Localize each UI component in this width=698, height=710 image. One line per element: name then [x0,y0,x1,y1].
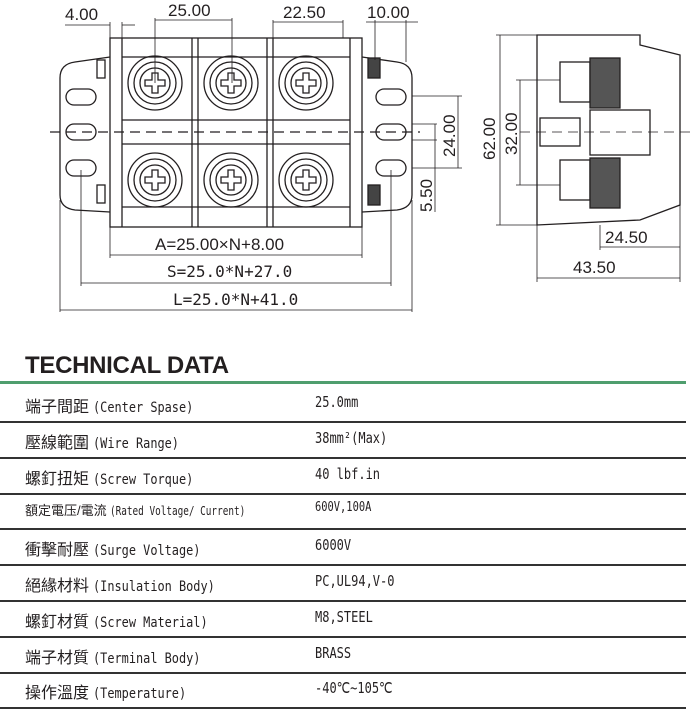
dim-24: 24.00 [440,114,459,157]
label-en: (Wire Range) [93,435,180,452]
label-en: (Center Spase) [93,400,194,416]
label-cn: 端子間距 [25,399,90,416]
row-label: 螺釘扭矩 (Screw Torque) [25,465,211,489]
row-label: 壓線範圍 (Wire Range) [25,429,195,453]
screw-icon [203,55,259,111]
table-row: 螺釘材質 (Screw Material) M8,STEEL [0,600,686,638]
table-row: 操作溫度 (Temperature) -40℃~105℃ [0,671,686,710]
row-label: 螺釘材質 (Screw Material) [25,608,228,632]
formula-s: S=25.0*N+27.0 [167,262,292,281]
label-en: (Screw Torque) [93,471,194,488]
row-value: 38mm²(Max) [315,428,388,447]
side-dimensions [496,34,681,282]
technical-drawing: 4.00 25.00 22.50 10.00 24.00 5.50 A=25.0… [50,1,690,312]
technical-data-title: TECHNICAL DATA [25,352,229,379]
label-cn: 絕緣材料 [25,578,90,595]
formula-l: L=25.0*N+41.0 [173,290,298,309]
front-dimension-labels: 4.00 25.00 22.50 10.00 24.00 5.50 A=25.0… [65,1,459,309]
dim-62: 62.00 [480,117,499,160]
label-cn: 操作溫度 [25,685,90,703]
screw-icon [203,152,259,208]
label-en: (Surge Voltage) [93,543,201,560]
side-dimension-labels: 62.00 32.00 24.50 43.50 [480,112,648,277]
label-cn: 螺釘扭矩 [25,470,90,488]
front-view [50,37,420,228]
row-label: 端子材質 (Terminal Body) [25,644,220,668]
screw-icon [278,55,334,111]
dim-5-5: 5.50 [417,179,436,212]
label-cn: 壓線範圍 [25,434,90,452]
table-row: 額定電压/電流 (Rated Voltage/ Current) 600V,100… [0,492,686,531]
table-row: 絕緣材料 (Insulation Body) PC,UL94,V-0 [0,564,686,602]
label-cn: 額定電压/電流 [25,503,107,519]
table-row: 端子材質 (Terminal Body) BRASS [0,636,686,674]
label-cn: 衝擊耐壓 [25,542,90,560]
dim-43-5: 43.50 [573,258,616,277]
row-label: 額定電压/電流 (Rated Voltage/ Current) [25,500,284,519]
dim-22-5: 22.50 [283,3,326,22]
row-label: 絕緣材料 (Insulation Body) [25,572,237,596]
label-cn: 端子材質 [25,649,90,667]
label-en: (Rated Voltage/ Current) [110,504,246,519]
row-value: BRASS [315,643,352,662]
table-row: 壓線範圍 (Wire Range) 38mm²(Max) [0,421,686,459]
table-row: 衝擊耐壓 (Surge Voltage) 6000V [0,528,686,567]
row-label: 衝擊耐壓 (Surge Voltage) [25,536,220,560]
dim-4: 4.00 [65,5,98,24]
dim-10: 10.00 [367,3,410,22]
label-en: (Terminal Body) [93,650,201,667]
row-label: 操作溫度 (Temperature) [25,679,203,703]
row-value: PC,UL94,V-0 [315,572,395,590]
row-value: 40 lbf.in [315,464,381,483]
row-value: 600V,100A [315,500,372,516]
table-row: 螺釘扭矩 (Screw Torque) 40 lbf.in [0,457,686,495]
title-divider [0,381,686,384]
row-value: M8,STEEL [315,607,373,626]
screws [127,55,334,208]
row-value: -40℃~105℃ [315,679,393,698]
formula-a: A=25.00×N+8.00 [155,235,284,254]
row-label: 端子間距 (Center Spase) [25,393,211,417]
screw-icon [278,152,334,208]
dim-32: 32.00 [502,112,521,155]
label-en: (Temperature) [93,686,187,703]
row-value: 6000V [315,536,352,555]
dim-24-5: 24.50 [605,228,648,247]
table-row: 端子間距 (Center Spase) 25.0mm [0,385,686,423]
label-en: (Insulation Body) [93,579,216,595]
dim-25: 25.00 [168,1,211,20]
row-value: 25.0mm [315,393,359,411]
label-cn: 螺釘材質 [25,613,90,631]
mounting-holes [65,57,407,206]
screw-icon [127,152,183,208]
label-en: (Screw Material) [93,614,209,631]
front-dimensions [59,18,462,312]
side-view [520,34,690,226]
